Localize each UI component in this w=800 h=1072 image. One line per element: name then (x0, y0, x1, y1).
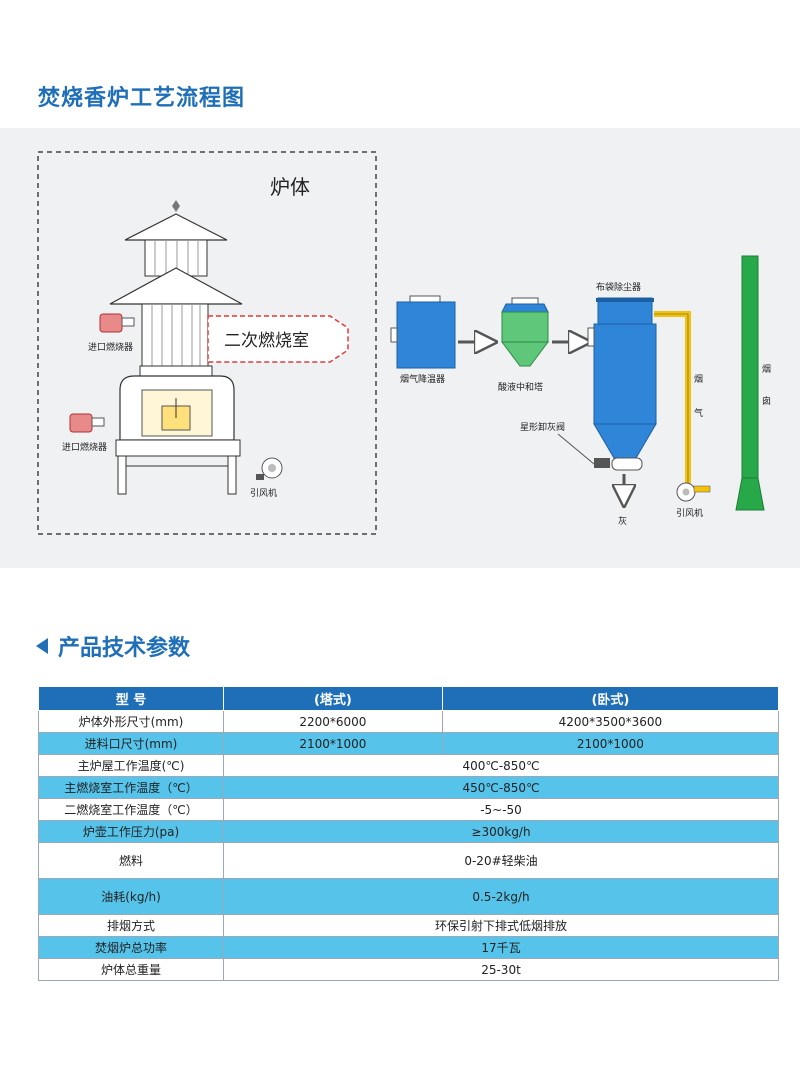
flue-label-1: 烟 (694, 373, 703, 385)
table-row: 燃料 0-20#轻柴油 (38, 842, 779, 879)
table-row: 二燃烧室工作温度（℃） -5~-50 (38, 798, 779, 821)
flue-cooler (390, 295, 456, 369)
row-value-tower: 2200*6000 (223, 710, 443, 733)
row-label: 主炉屋工作温度(℃) (38, 754, 224, 777)
table-row: 焚烟炉总功率 17千瓦 (38, 936, 779, 959)
row-label: 进料口尺寸(mm) (38, 732, 224, 755)
table-row: 炉壶工作压力(pa) ≥300kg/h (38, 820, 779, 843)
chimney (735, 255, 765, 511)
flue-label-2: 气 (694, 407, 703, 419)
table-header-row: 型 号 (塔式) (卧式) (38, 686, 780, 711)
secondary-chamber-label: 二次燃烧室 (224, 331, 309, 351)
spec-table: 型 号 (塔式) (卧式) 炉体外形尺寸(mm) 2200*6000 4200*… (38, 686, 780, 981)
row-value-horizontal: 4200*3500*3600 (441, 710, 780, 733)
inlet-burner-1-icon (99, 313, 135, 333)
flue-cooler-label: 烟气降温器 (400, 373, 445, 385)
inlet-burner-2-icon (69, 413, 105, 433)
induced-fan-left-label: 引风机 (250, 487, 277, 499)
induced-fan-right-label: 引风机 (676, 507, 703, 519)
star-valve-label: 星形卸灰阀 (520, 421, 565, 433)
header-tower: (塔式) (223, 686, 443, 711)
row-label: 燃料 (38, 842, 224, 879)
row-value: 400℃-850℃ (223, 754, 779, 777)
main-furnace (115, 365, 241, 495)
row-value: 25-30t (223, 958, 779, 981)
bag-filter (587, 297, 657, 471)
row-label: 油耗(kg/h) (38, 878, 224, 915)
table-row: 炉体外形尺寸(mm) 2200*6000 4200*3500*3600 (38, 710, 780, 733)
page-title: 焚烧香炉工艺流程图 (38, 86, 246, 111)
table-row: 油耗(kg/h) 0.5-2kg/h (38, 878, 779, 915)
row-label: 炉体总重量 (38, 958, 224, 981)
induced-fan-right-icon (676, 482, 711, 502)
row-label: 主燃烧室工作温度（℃） (38, 776, 224, 799)
row-label: 焚烟炉总功率 (38, 936, 224, 959)
table-row: 炉体总重量 25-30t (38, 958, 779, 981)
star-valve-leader (557, 433, 595, 465)
row-label: 炉壶工作压力(pa) (38, 820, 224, 843)
section-title: 产品技术参数 (36, 630, 190, 662)
row-value: 0.5-2kg/h (223, 878, 779, 915)
row-value: ≥300kg/h (223, 820, 779, 843)
furnace-tower-roof (109, 200, 243, 367)
bag-filter-label: 布袋除尘器 (596, 281, 641, 293)
row-value: -5~-50 (223, 798, 779, 821)
table-row: 排烟方式 环保引射下排式低烟排放 (38, 914, 779, 937)
acid-tower (501, 297, 549, 367)
flue-duct (654, 311, 691, 484)
chimney-label-1: 烟 (762, 363, 771, 375)
row-value: 17千瓦 (223, 936, 779, 959)
table-row: 主炉屋工作温度(℃) 400℃-850℃ (38, 754, 779, 777)
induced-fan-left-icon (256, 457, 283, 480)
header-horizontal: (卧式) (441, 686, 780, 711)
row-label: 排烟方式 (38, 914, 224, 937)
acid-tower-label: 酸液中和塔 (498, 381, 543, 393)
secondary-chamber: 二次燃烧室 (207, 315, 349, 363)
ash-label: 灰 (618, 515, 627, 527)
table-row: 进料口尺寸(mm) 2100*1000 2100*1000 (38, 732, 780, 755)
header-model: 型 号 (38, 686, 224, 711)
row-label: 炉体外形尺寸(mm) (38, 710, 224, 733)
row-value: 450℃-850℃ (223, 776, 779, 799)
table-row: 主燃烧室工作温度（℃） 450℃-850℃ (38, 776, 779, 799)
inlet-burner-1-label: 进口燃烧器 (88, 341, 133, 353)
row-value-horizontal: 2100*1000 (441, 732, 780, 755)
triangle-left-icon (36, 638, 48, 654)
section-title-text: 产品技术参数 (58, 636, 191, 661)
inlet-burner-2-label: 进口燃烧器 (62, 441, 107, 453)
row-value: 环保引射下排式低烟排放 (223, 914, 779, 937)
row-value: 0-20#轻柴油 (223, 842, 779, 879)
chimney-label-2: 囱 (762, 395, 771, 407)
process-flow-diagram: 炉体 二次燃烧室 进口燃烧器 (37, 151, 771, 535)
row-label: 二燃烧室工作温度（℃） (38, 798, 224, 821)
furnace-body-label: 炉体 (270, 175, 310, 199)
row-value-tower: 2100*1000 (223, 732, 443, 755)
